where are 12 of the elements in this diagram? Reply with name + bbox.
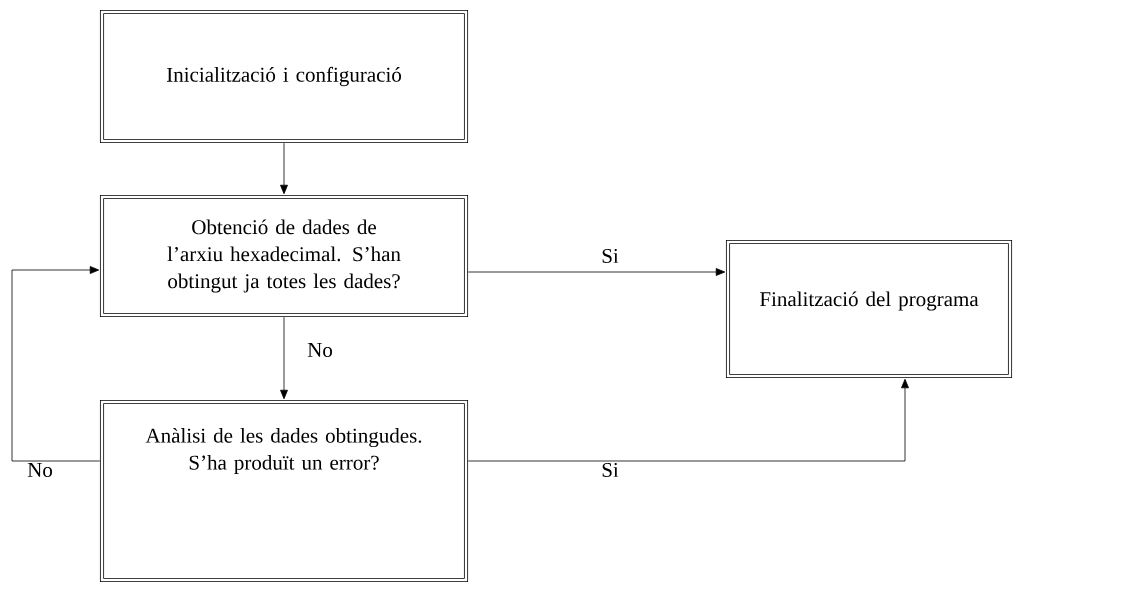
arrow [11,266,101,462]
edge-label: No [26,462,54,478]
process-box: Inicialització i configuració [99,9,469,144]
arrow [467,378,909,462]
process-box: Anàlisi de les dades obtingudes. S’ha produït un error? [99,399,469,583]
edge-label: No [306,342,334,358]
process-box: Obtenció de dades de l’arxiu hexadecimal. S’han obtingut ja totes les dades? [99,194,469,318]
edge-label: Si [600,247,620,265]
process-box: Finalització del programa [725,239,1013,379]
arrow [467,268,726,276]
arrow [280,142,288,195]
arrow [280,316,288,400]
